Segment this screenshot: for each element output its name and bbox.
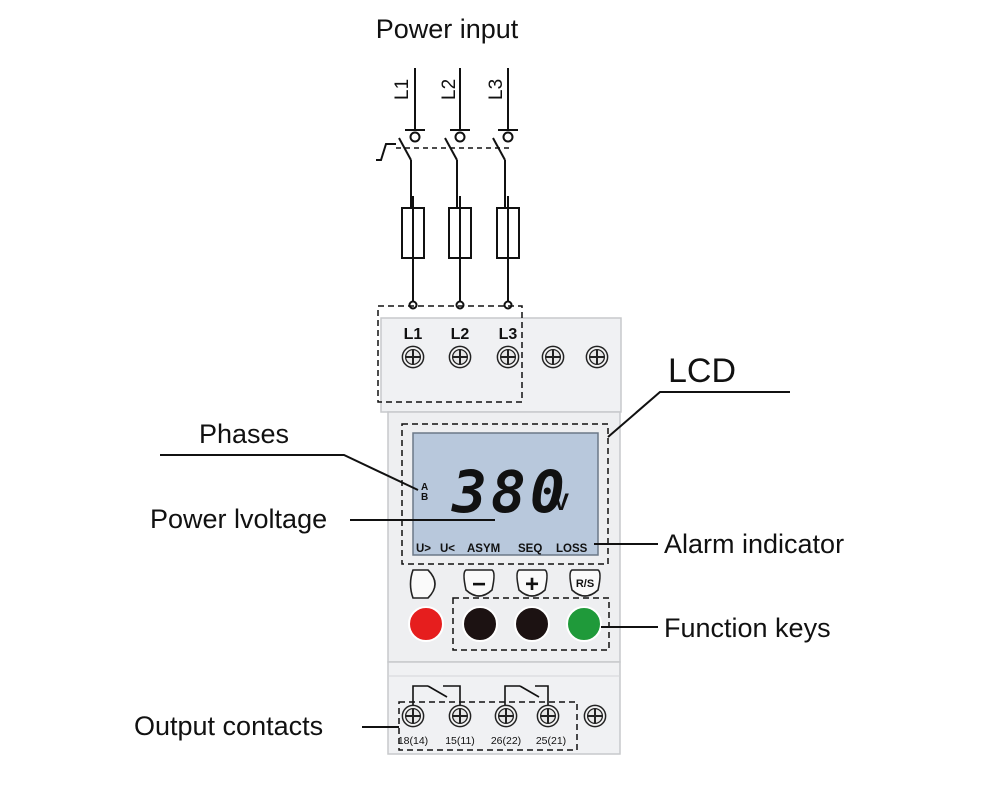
output-contacts-outline [398,701,578,751]
phases-label: Phases [199,419,289,449]
screw-terminal-icon [496,345,520,369]
screw-terminal-icon [541,345,565,369]
plus-key-label: + [525,571,539,598]
output-terminal-label: 26(22) [491,735,521,747]
dark-button-2[interactable] [514,606,550,642]
power-voltage-label: Power lvoltage [150,504,327,534]
screw-terminal-icon [401,704,425,728]
power-input-label: Power input [376,14,519,44]
red-button[interactable] [408,606,444,642]
lcd-label: LCD [668,352,736,390]
relay-contacts [412,685,549,705]
plus-key-icon [516,569,548,597]
alarm-u-under: U< [440,543,455,555]
terminal-label-l3: L3 [499,326,518,343]
dark-button-1[interactable] [462,606,498,642]
rs-key-label: R/S [576,578,594,590]
screw-terminal-icon [536,704,560,728]
function-key-symbols [409,569,601,599]
output-terminal-label: 18(14) [398,735,428,747]
phases-leader-line [160,454,419,491]
screw-terminal-icon [585,345,609,369]
line-label-l3: L3 [486,79,507,100]
play-key-icon [409,569,436,599]
minus-key-icon [463,569,495,597]
alarm-loss: LOSS [556,543,588,555]
phase-indicator-b: B [421,492,428,503]
terminal-label-l1: L1 [404,326,423,343]
lcd-leader-line [607,391,790,438]
function-keys-outline [452,597,610,651]
lcd-group-outline [401,423,609,565]
terminal-label-l2: L2 [451,326,470,343]
green-button[interactable] [566,606,602,642]
line-label-l2: L2 [439,79,460,100]
output-terminal-label: 15(11) [445,735,475,747]
line-label-l1: L1 [392,79,413,100]
voltage-reading: 380 [451,458,569,526]
alarm-u-over: U> [416,543,431,555]
minus-key-label: − [472,571,486,598]
screw-terminal-icon [583,704,607,728]
screw-terminal-icon [401,345,425,369]
output-contacts-label: Output contacts [134,711,323,741]
input-terminal-group [377,305,523,403]
voltage-unit: V [553,489,569,516]
alarm-seq: SEQ [518,543,542,555]
phase-indicator-a: A [421,482,428,493]
screw-terminal-icon [494,704,518,728]
supply-lines [376,68,520,310]
screw-terminal-icon [448,704,472,728]
alarm-asym: ASYM [467,543,500,555]
function-keys-label: Function keys [664,613,831,643]
output-terminal-label: 25(21) [536,735,566,747]
screw-terminal-icon [448,345,472,369]
alarm-indicator-label: Alarm indicator [664,529,844,559]
lcd-screen [412,432,599,556]
rs-key-icon [569,569,601,597]
